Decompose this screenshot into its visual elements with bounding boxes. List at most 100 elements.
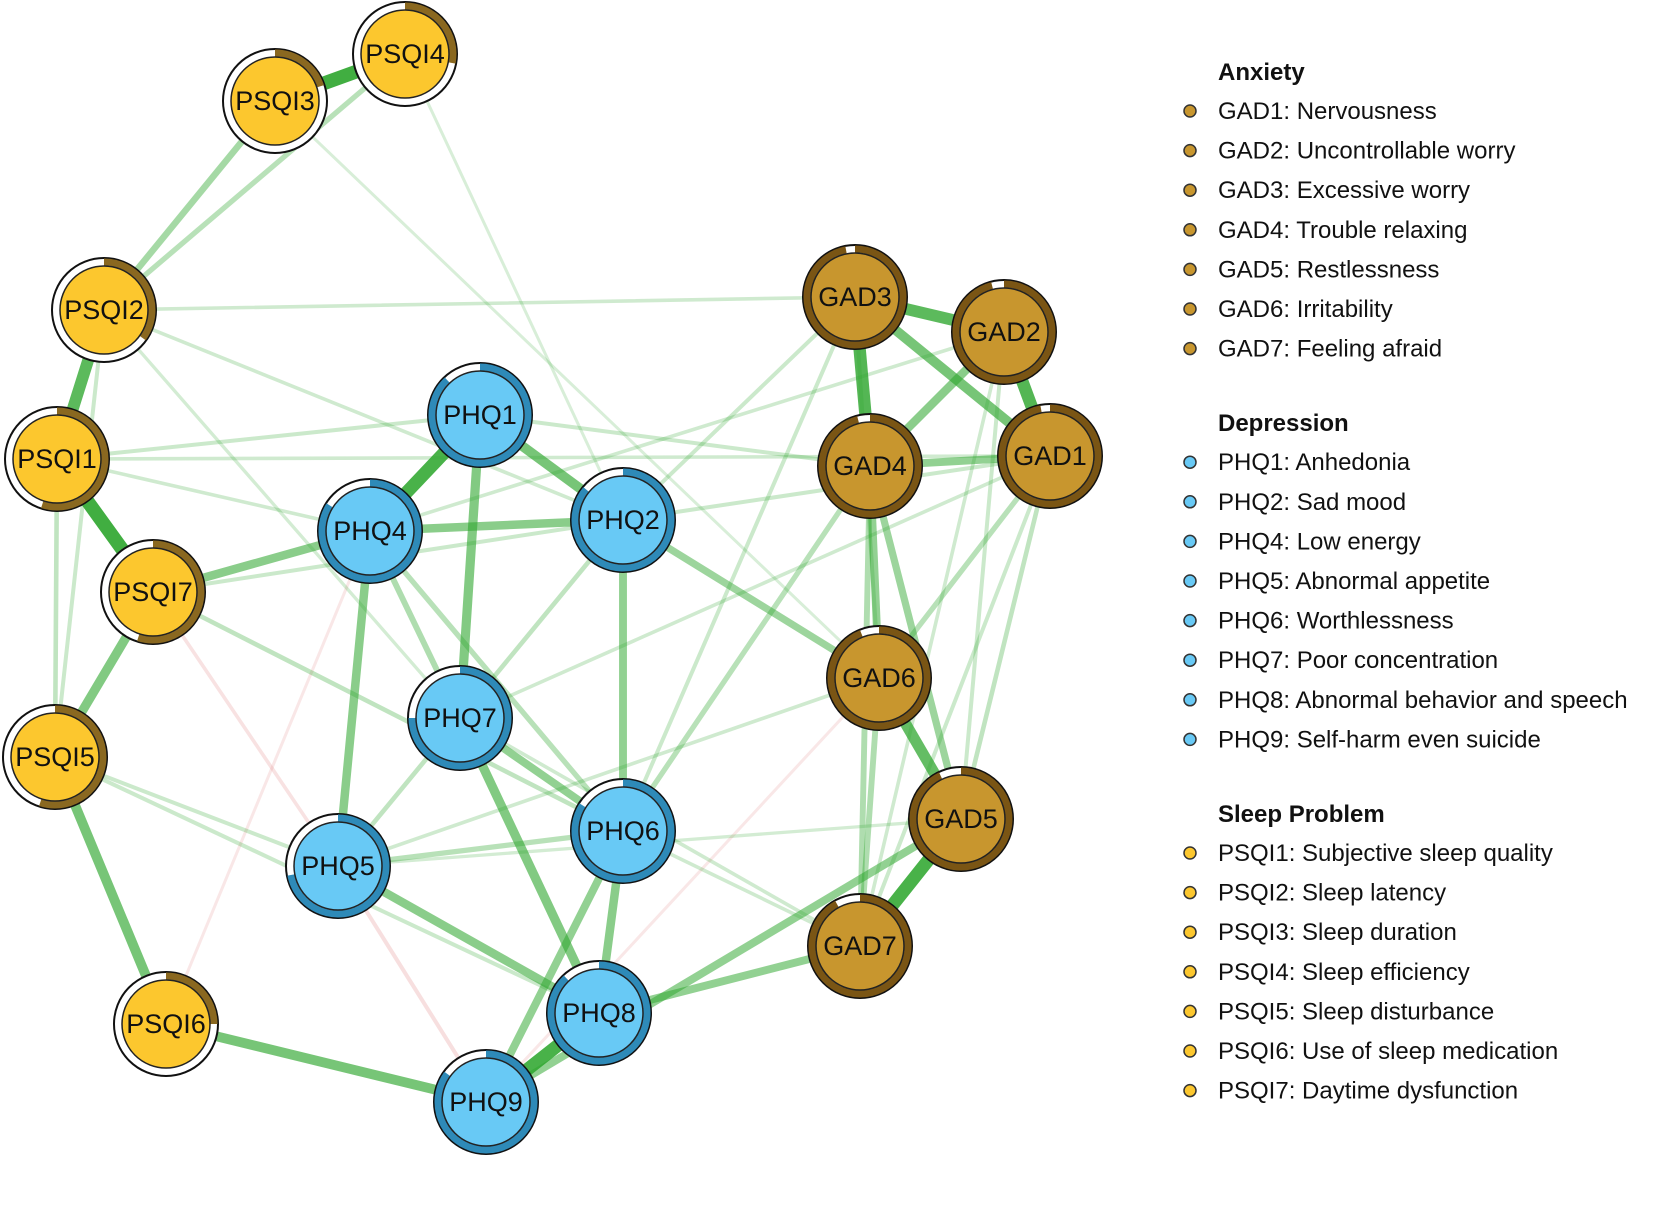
node-label: PHQ1 <box>443 400 517 430</box>
legend-dot <box>1183 104 1197 118</box>
edge-psqi6-phq9 <box>161 1019 491 1107</box>
node-label: GAD1 <box>1013 441 1087 471</box>
node-phq8: PHQ8 <box>546 960 652 1066</box>
edge-psqi6-phq4 <box>164 529 372 1026</box>
node-fill <box>435 370 525 460</box>
edge-psqi4-psqi2 <box>101 51 408 313</box>
node-psqi7: PSQI7 <box>100 539 206 645</box>
node-gad4: GAD4 <box>817 413 923 519</box>
node-psqi1: PSQI1 <box>4 406 110 512</box>
legend-dot <box>1183 302 1197 316</box>
edge-psqi7-phq5 <box>151 590 340 868</box>
legend-title-anxiety: Anxiety <box>1218 59 1305 86</box>
edge-gad1-gad5 <box>958 453 1053 822</box>
node-pie-arc <box>808 894 912 998</box>
node-label: PSQI6 <box>126 1009 206 1039</box>
legend-item: PHQ5: Abnormal appetite <box>1218 568 1490 595</box>
legend-dot <box>1183 885 1197 900</box>
node-label: PHQ5 <box>301 851 375 881</box>
legend-item: PHQ2: Sad mood <box>1218 489 1406 516</box>
node-fill <box>121 979 211 1069</box>
edge-psqi2-phq2 <box>102 308 625 522</box>
legend-dot <box>1183 143 1197 158</box>
node-pie-arc <box>803 245 907 349</box>
edge-psqi1-phq1 <box>55 413 482 461</box>
legend-item: GAD5: Restlessness <box>1218 256 1439 283</box>
legend-dot <box>1183 495 1197 509</box>
node-pie-arc <box>998 404 1102 508</box>
edge-psqi2-phq7 <box>102 308 462 720</box>
node-fill <box>810 252 900 342</box>
legend-item: PSQI7: Daytime dysfunction <box>1218 1078 1518 1105</box>
node-fill <box>825 421 915 511</box>
legend-dot <box>1183 262 1197 277</box>
node-fill <box>108 547 198 637</box>
node-label: GAD4 <box>833 451 907 481</box>
node-phq6: PHQ6 <box>570 778 676 884</box>
node-fill <box>325 486 415 576</box>
node-pie-arc <box>909 767 1013 871</box>
node-pie-arc <box>41 407 109 511</box>
legend-dot <box>1183 613 1197 628</box>
node-label: PSQI5 <box>15 742 95 772</box>
legend-item: GAD6: Irritability <box>1218 296 1393 323</box>
legend-item: PHQ6: Worthlessness <box>1218 608 1454 635</box>
legend-item: PHQ8: Abnormal behavior and speech <box>1218 687 1628 714</box>
node-fill <box>959 287 1049 377</box>
node-pie-arc <box>571 468 675 572</box>
legend-dot <box>1183 653 1197 667</box>
legend-item: PHQ1: Anhedonia <box>1218 449 1411 476</box>
node-label: GAD5 <box>924 804 998 834</box>
node-gad1: GAD1 <box>997 403 1103 509</box>
node-pie-arc <box>434 1050 538 1154</box>
legend-item: PSQI5: Sleep disturbance <box>1218 998 1494 1025</box>
node-gad7: GAD7 <box>807 893 913 999</box>
edge-phq5-gad6 <box>336 676 881 868</box>
node-psqi2: PSQI2 <box>51 257 157 363</box>
node-phq7: PHQ7 <box>407 665 513 771</box>
node-psqi6: PSQI6 <box>113 971 219 1077</box>
node-fill <box>916 774 1006 864</box>
node-label: GAD2 <box>967 317 1041 347</box>
edge-psqi2-psqi5 <box>53 308 106 759</box>
edge-phq7-phq8 <box>455 713 604 1018</box>
node-label: PHQ6 <box>586 816 660 846</box>
edge-psqi4-phq2 <box>403 52 625 522</box>
node-psqi4: PSQI4 <box>352 1 458 107</box>
edge-psqi2-gad3 <box>102 295 857 312</box>
legend-title-depression: Depression <box>1218 410 1349 437</box>
legend-dot <box>1183 732 1197 747</box>
node-psqi3: PSQI3 <box>222 48 328 154</box>
node-fill <box>10 712 100 802</box>
node-label: PSQI3 <box>235 86 315 116</box>
node-fill <box>230 56 320 146</box>
node-gad5: GAD5 <box>908 766 1014 872</box>
node-pie-arc <box>137 540 205 644</box>
edge-gad2-gad7 <box>858 330 1006 948</box>
edge-psqi7-phq6 <box>150 589 626 834</box>
edge-phq2-gad3 <box>621 295 857 522</box>
node-gad6: GAD6 <box>826 625 932 731</box>
edge-phq9-gad5 <box>482 815 965 1106</box>
legend-item: PSQI2: Sleep latency <box>1218 880 1446 907</box>
node-fill <box>834 633 924 723</box>
node-fill <box>554 968 644 1058</box>
node-phq2: PHQ2 <box>570 467 676 573</box>
legend-dot <box>1183 1044 1197 1058</box>
node-pie-arc <box>547 961 651 1065</box>
legend-item: GAD4: Trouble relaxing <box>1218 217 1467 244</box>
node-phq5: PHQ5 <box>285 813 391 919</box>
legend-dot <box>1183 846 1197 860</box>
node-phq1: PHQ1 <box>427 362 533 468</box>
node-label: GAD3 <box>818 282 892 312</box>
edge-phq4-phq5 <box>333 526 375 871</box>
legend-dot <box>1183 223 1197 237</box>
node-fill <box>360 9 450 99</box>
legend-title-sleep: Sleep Problem <box>1218 801 1385 828</box>
node-pie-arc <box>318 479 422 583</box>
legend-item: PSQI4: Sleep efficiency <box>1218 959 1470 986</box>
node-pie-arc <box>408 666 512 770</box>
legend-dot <box>1183 965 1197 979</box>
legend-item: GAD2: Uncontrollable worry <box>1218 138 1515 165</box>
